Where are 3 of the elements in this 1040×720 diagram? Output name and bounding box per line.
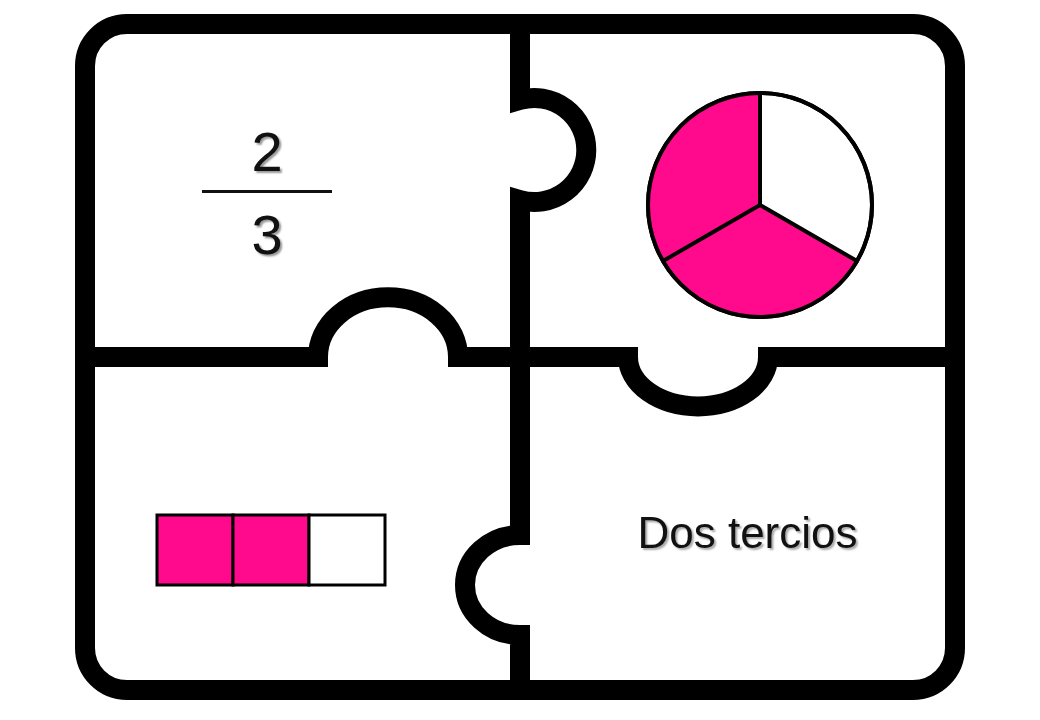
denominator: 3 (251, 207, 283, 263)
fraction-words: Dos tercios (637, 507, 858, 558)
numerator: 2 (251, 124, 283, 180)
